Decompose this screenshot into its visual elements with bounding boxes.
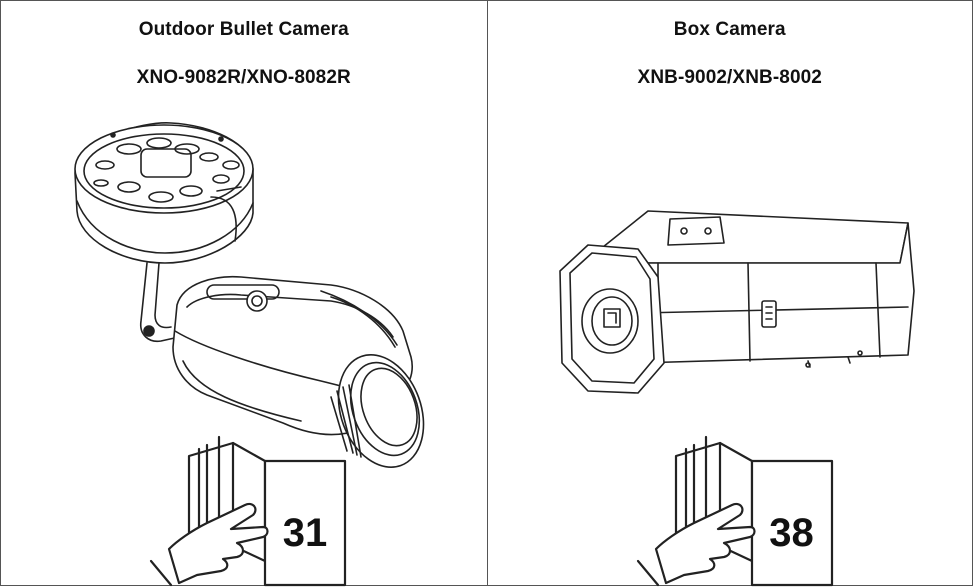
page-reference-number: 31 <box>265 513 345 553</box>
open-manual-pointing-hand-icon <box>488 1 973 587</box>
open-manual-pointing-hand-icon <box>1 1 487 587</box>
product-cell-box: Box Camera XNB-9002/XNB-8002 <box>487 1 973 585</box>
product-cell-bullet: Outdoor Bullet Camera XNO-9082R/XNO-8082… <box>1 1 487 585</box>
page-reference-number: 38 <box>752 513 832 553</box>
